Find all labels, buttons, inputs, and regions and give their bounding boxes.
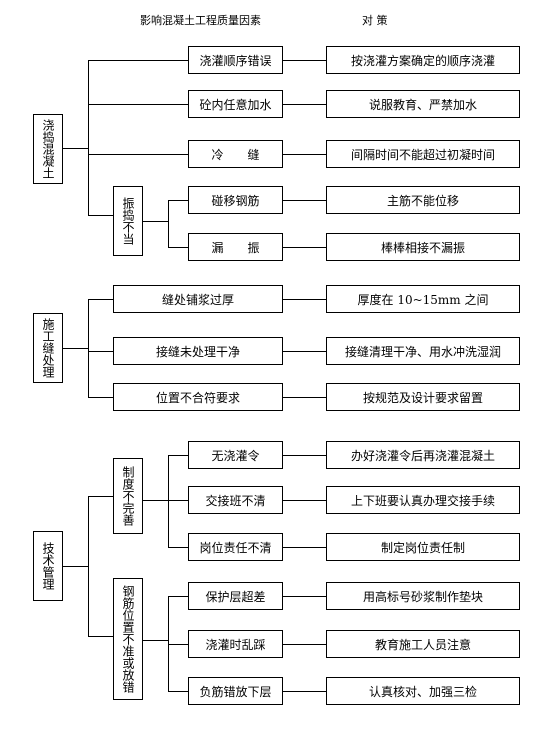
group-construction-joint: 施工缝处理 [33, 313, 63, 383]
factor-box: 交接班不清 [188, 486, 283, 514]
group-technical-management: 技术管理 [33, 531, 63, 601]
connector [168, 596, 169, 691]
connector [88, 154, 188, 155]
connector [283, 154, 326, 155]
connector [88, 299, 113, 300]
connector [168, 691, 188, 692]
measure-box: 用高标号砂浆制作垫块 [326, 582, 520, 610]
measure-box: 制定岗位责任制 [326, 533, 520, 561]
connector [168, 455, 188, 456]
subgroup-system-incomplete: 制度不完善 [113, 458, 143, 534]
connector [283, 500, 326, 501]
measure-box: 厚度在 10~15mm 之间 [326, 285, 520, 313]
factor-box: 负筋错放下层 [188, 677, 283, 705]
connector [88, 496, 89, 636]
connector [283, 455, 326, 456]
measure-box: 按浇灌方案确定的顺序浇灌 [326, 46, 520, 74]
measures-header: 对 策 [362, 14, 388, 27]
connector [88, 104, 188, 105]
factor-box: 冷 缝 [188, 140, 283, 168]
connector [143, 500, 168, 501]
connector [143, 640, 168, 641]
factor-box: 接缝未处理干净 [113, 337, 283, 365]
connector [88, 60, 188, 61]
connector [283, 351, 326, 352]
group-pour-concrete: 浇捣混凝土 [33, 114, 63, 184]
measure-box: 主筋不能位移 [326, 186, 520, 214]
connector [283, 596, 326, 597]
subgroup-rebar-misplaced: 钢筋位置不准或放错 [113, 578, 143, 700]
factors-header: 影响混凝土工程质量因素 [140, 14, 261, 27]
connector [283, 247, 326, 248]
connector [283, 691, 326, 692]
subgroup-vibration: 振捣不当 [113, 186, 143, 256]
connector [283, 547, 326, 548]
connector [168, 644, 188, 645]
measure-box: 教育施工人员注意 [326, 630, 520, 658]
factor-box: 漏 振 [188, 233, 283, 261]
connector [88, 299, 89, 397]
connector [168, 200, 169, 247]
connector [143, 221, 168, 222]
factor-box: 碰移钢筋 [188, 186, 283, 214]
connector [168, 247, 188, 248]
factor-box: 岗位责任不清 [188, 533, 283, 561]
connector [168, 500, 188, 501]
connector [283, 299, 326, 300]
connector [283, 60, 326, 61]
measure-box: 说服教育、严禁加水 [326, 90, 520, 118]
connector [63, 348, 88, 349]
measure-box: 间隔时间不能超过初凝时间 [326, 140, 520, 168]
connector [88, 351, 113, 352]
factor-box: 缝处铺浆过厚 [113, 285, 283, 313]
connector [168, 455, 169, 547]
connector [283, 104, 326, 105]
connector [283, 200, 326, 201]
factor-box: 保护层超差 [188, 582, 283, 610]
connector [88, 215, 113, 216]
connector [168, 596, 188, 597]
connector [63, 566, 88, 567]
connector [88, 636, 113, 637]
connector [283, 397, 326, 398]
measure-box: 办好浇灌令后再浇灌混凝土 [326, 441, 520, 469]
connector [283, 644, 326, 645]
connector [88, 397, 113, 398]
measure-box: 按规范及设计要求留置 [326, 383, 520, 411]
measure-box: 接缝清理干净、用水冲洗湿润 [326, 337, 520, 365]
measure-box: 上下班要认真办理交接手续 [326, 486, 520, 514]
factor-box: 无浇灌令 [188, 441, 283, 469]
factor-box: 位置不合符要求 [113, 383, 283, 411]
measure-box: 棒棒相接不漏振 [326, 233, 520, 261]
connector [168, 200, 188, 201]
connector [88, 496, 113, 497]
connector [168, 547, 188, 548]
connector [88, 148, 89, 215]
factor-box: 浇灌顺序错误 [188, 46, 283, 74]
factor-box: 浇灌时乱踩 [188, 630, 283, 658]
factor-box: 砼内任意加水 [188, 90, 283, 118]
connector [63, 148, 88, 149]
measure-box: 认真核对、加强三检 [326, 677, 520, 705]
